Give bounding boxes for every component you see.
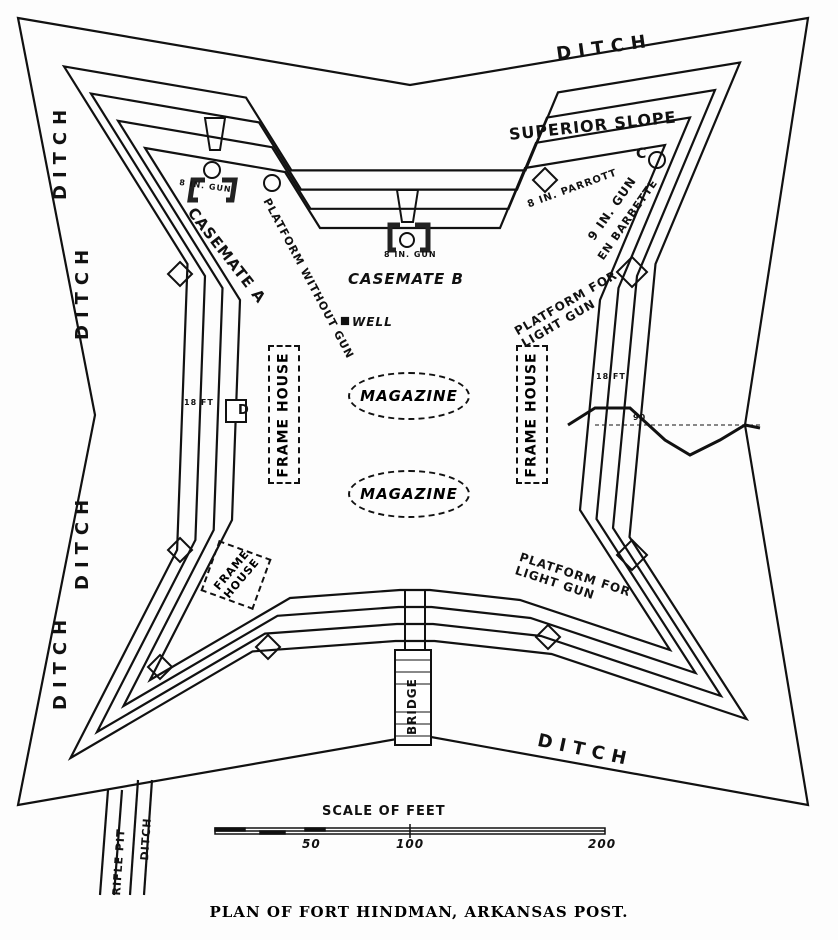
gun-platforms: [146, 166, 649, 681]
profile-mark-label: 90: [633, 413, 647, 422]
ditch-label-left-mid: DITCH: [72, 242, 93, 340]
scale-title: SCALE OF FEET: [322, 804, 446, 819]
frame-house-right: FRAME HOUSE: [516, 345, 548, 484]
magazine-2: MAGAZINE: [348, 470, 470, 518]
rampart-line-2: [88, 88, 724, 735]
frame-house-small-label: FRAME HOUSE: [211, 547, 262, 601]
marker-c-label: C: [636, 146, 648, 162]
scale-tick-50: 50: [302, 837, 321, 851]
outer-glacis-outline: [16, 16, 810, 807]
bridge-planks: [395, 659, 431, 737]
magazine-2-label: MAGAZINE: [360, 485, 458, 503]
depth-right-label: 18 FT: [596, 372, 626, 381]
scale-tick-100: 100: [396, 837, 425, 851]
marker-d-label: D: [238, 403, 250, 418]
bridge-label: BRIDGE: [405, 678, 419, 735]
gun-b-label: 8 IN. GUN: [384, 250, 437, 259]
entrance-passage: [404, 589, 426, 650]
depth-left-label: 18 FT: [184, 398, 214, 407]
magazine-1-label: MAGAZINE: [360, 387, 458, 405]
frame-house-right-label: FRAME HOUSE: [524, 351, 540, 478]
plan-caption: PLAN OF FORT HINDMAN, ARKANSAS POST.: [209, 903, 629, 921]
frame-house-left-label: FRAME HOUSE: [276, 351, 292, 478]
rampart-line-0: [142, 143, 673, 683]
casemate-a-structure: [187, 177, 238, 203]
ditch-label-left-bottom: DITCH: [50, 612, 71, 710]
bridge-structure: [394, 649, 432, 746]
rampart-line-3: [61, 61, 750, 761]
ditch-label-left-lower: DITCH: [72, 492, 93, 590]
scale-bar: [214, 824, 606, 838]
profile-section: [567, 406, 761, 457]
rampart-line-1: [115, 116, 699, 709]
ditch-label-left-top: DITCH: [50, 102, 71, 200]
casemate-b-structure: [387, 222, 431, 253]
magazine-1: MAGAZINE: [348, 372, 470, 420]
well-label: WELL: [352, 315, 393, 329]
casemate-b-label: CASEMATE B: [348, 270, 464, 288]
frame-house-left: FRAME HOUSE: [268, 345, 300, 484]
scale-tick-200: 200: [588, 837, 617, 851]
